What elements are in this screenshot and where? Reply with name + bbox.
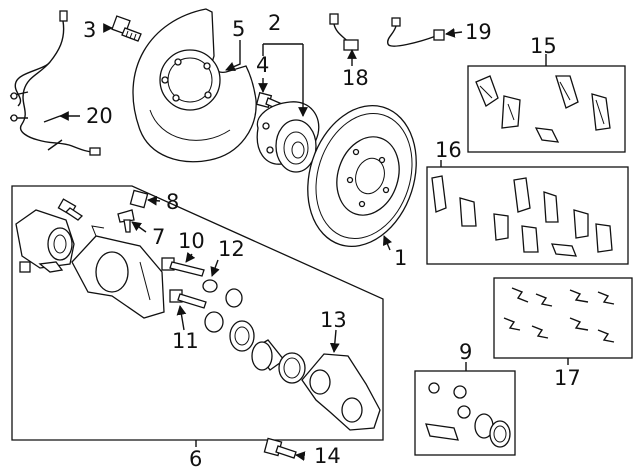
caliper-bolt-7[interactable]	[117, 209, 135, 233]
caliper-piston-housing[interactable]	[15, 209, 75, 273]
seal-kit-box-9	[414, 370, 516, 456]
caliper-bracket-13[interactable]	[301, 353, 381, 431]
hardware-clips-17[interactable]	[503, 287, 615, 343]
brake-pad-set-16[interactable]	[431, 175, 613, 257]
hub-bolt-part-4[interactable]	[255, 91, 283, 111]
callout-13: 13	[320, 308, 347, 332]
hub-bearing-assembly[interactable]	[256, 101, 320, 173]
callout-7: 7	[152, 225, 165, 249]
callout-16: 16	[435, 138, 462, 162]
dust-shield[interactable]	[132, 8, 257, 163]
caliper-piston[interactable]	[251, 339, 285, 371]
callout-1: 1	[394, 246, 407, 270]
callout-2: 2	[268, 11, 281, 35]
callout-10: 10	[178, 229, 205, 253]
guide-pin-11[interactable]	[169, 289, 207, 309]
boot-seal[interactable]	[204, 288, 255, 352]
callout-19: 19	[465, 20, 492, 44]
seal-kit-9[interactable]	[425, 382, 511, 448]
bleeder-screw[interactable]	[57, 198, 84, 221]
caliper-assembly-outline	[11, 185, 384, 441]
bracket-bolt-14[interactable]	[263, 437, 297, 459]
callout-3: 3	[83, 18, 96, 42]
bolt-part-3[interactable]	[111, 15, 142, 42]
callout-11: 11	[172, 329, 199, 353]
callout-8: 8	[166, 190, 179, 214]
guide-pin-10[interactable]	[161, 257, 205, 277]
piston-seal[interactable]	[278, 352, 306, 384]
callout-20: 20	[86, 104, 113, 128]
callout-6: 6	[189, 447, 202, 471]
callout-15: 15	[530, 34, 557, 58]
pad-kit-box-16	[426, 166, 629, 265]
callout-9: 9	[459, 340, 472, 364]
caliper-bolt-8[interactable]	[129, 189, 149, 209]
hardware-kit-box-17	[493, 277, 633, 359]
callout-5: 5	[232, 17, 245, 41]
abs-sensor-wire[interactable]	[9, 10, 101, 156]
brake-hose-19[interactable]	[386, 17, 445, 47]
brake-pad-set-15[interactable]	[475, 75, 611, 143]
small-fitting[interactable]	[19, 261, 31, 273]
brake-rotor[interactable]	[290, 91, 433, 260]
brake-hose-18[interactable]	[329, 13, 359, 51]
callout-12: 12	[218, 237, 245, 261]
callout-18: 18	[342, 66, 369, 90]
caliper-body[interactable]	[71, 225, 165, 319]
callout-4: 4	[256, 53, 269, 77]
callout-17: 17	[554, 366, 581, 390]
guide-boot-12[interactable]	[202, 279, 218, 293]
callout-14: 14	[314, 444, 341, 468]
